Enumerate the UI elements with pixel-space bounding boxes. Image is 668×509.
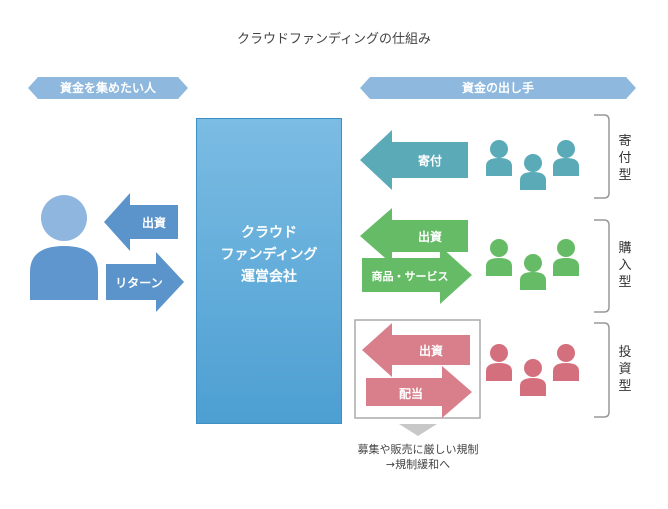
investment-dividend-arrow (366, 366, 472, 418)
platform-operator-label: クラウド ファンディング 運営会社 (220, 225, 318, 285)
bracket-purchase (594, 219, 610, 313)
purchase-type-label: 購入型 (618, 241, 632, 290)
donation-arrow-label: 寄付 (417, 154, 442, 168)
page-title: クラウドファンディングの仕組み (236, 32, 432, 47)
investors-icon (486, 344, 579, 396)
left-invest-label: 出資 (141, 216, 166, 230)
purchase-goods-label: 商品・サービス (371, 270, 449, 283)
investment-regulation-box (354, 319, 481, 419)
platform-operator-box (196, 118, 342, 424)
right-banner: 資金の出し手 (461, 81, 534, 95)
left-return-arrow (106, 252, 184, 312)
fundraiser-person-icon (30, 195, 98, 300)
regulation-note: 募集や販売に厳しい規制 →規制緩和へ (357, 443, 479, 471)
note-pointer-arrow (399, 424, 437, 436)
right-banner-shape (360, 77, 636, 99)
purchase-invest-label: 出資 (417, 230, 442, 244)
left-return-label: リターン (115, 276, 163, 290)
bracket-donation (594, 114, 610, 199)
donation-arrow (360, 130, 468, 190)
purchase-goods-arrow (362, 246, 472, 304)
bracket-investment (594, 322, 610, 418)
left-banner-shape (28, 77, 188, 99)
investment-invest-label: 出資 (418, 344, 443, 358)
purchasers-icon (486, 239, 579, 290)
investment-type-label: 投資型 (618, 345, 632, 394)
investment-dividend-label: 配当 (398, 387, 423, 401)
donation-type-label: 寄付型 (618, 134, 632, 183)
left-invest-arrow (104, 193, 178, 251)
left-banner: 資金を集めたい人 (59, 81, 156, 95)
investment-invest-arrow (362, 323, 470, 377)
donors-icon (486, 140, 579, 190)
